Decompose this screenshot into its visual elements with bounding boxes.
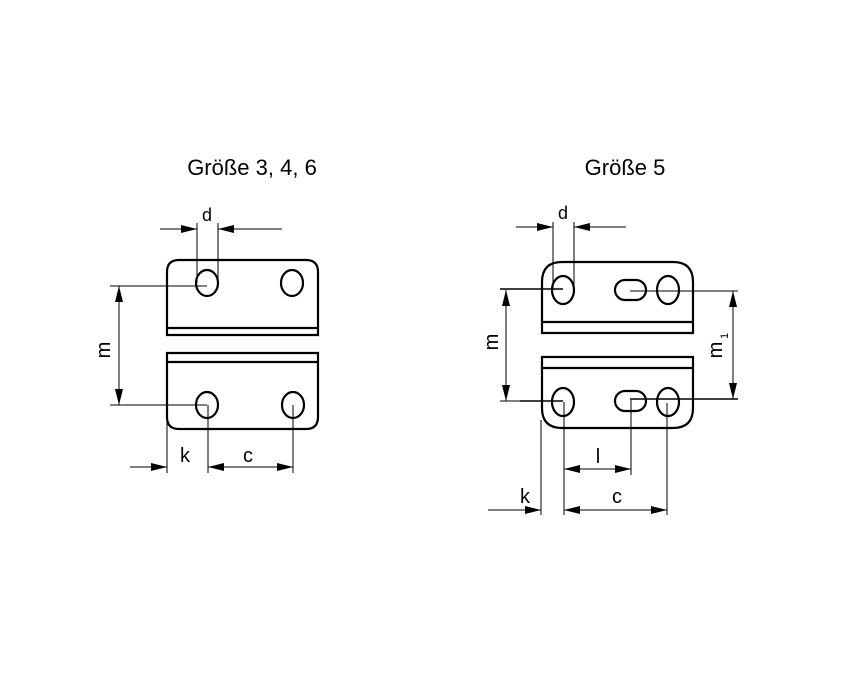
label-d: d [202,205,212,225]
label-k: k [180,445,191,467]
hole [194,268,220,298]
dimension-l: l [563,400,632,515]
dimension-d: d [160,205,282,283]
label-m: m [481,334,503,351]
hole [655,386,681,418]
label-m1-subscript: 1 [719,333,731,339]
label-m: m [93,342,115,359]
figure-size-5: Größe 5 d m m 1 l k c [481,155,738,515]
label-m1: m [705,342,727,359]
figure-title: Größe 3, 4, 6 [187,155,317,180]
bottom-plate [540,355,695,430]
slot [613,278,648,302]
bottom-plate [165,351,320,431]
dimension-m: m [93,285,207,406]
label-l: l [596,446,600,468]
hole [279,268,305,298]
figure-title: Größe 5 [585,155,666,180]
dimension-d: d [516,203,626,290]
top-plate [540,260,695,335]
label-k: k [520,486,531,508]
label-d: d [558,203,568,223]
label-c: c [243,445,253,467]
top-plate [165,258,320,337]
hole [655,274,681,306]
dimension-m: m [481,288,563,402]
dimension-k-c: k c [488,403,668,515]
dimension-m1: m 1 [630,290,738,400]
dimension-k-c: k c [130,360,294,473]
hole [550,386,576,418]
figure-size-3-4-6: Größe 3, 4, 6 d m k c [93,155,320,473]
hole [550,274,576,306]
label-c: c [612,486,622,508]
